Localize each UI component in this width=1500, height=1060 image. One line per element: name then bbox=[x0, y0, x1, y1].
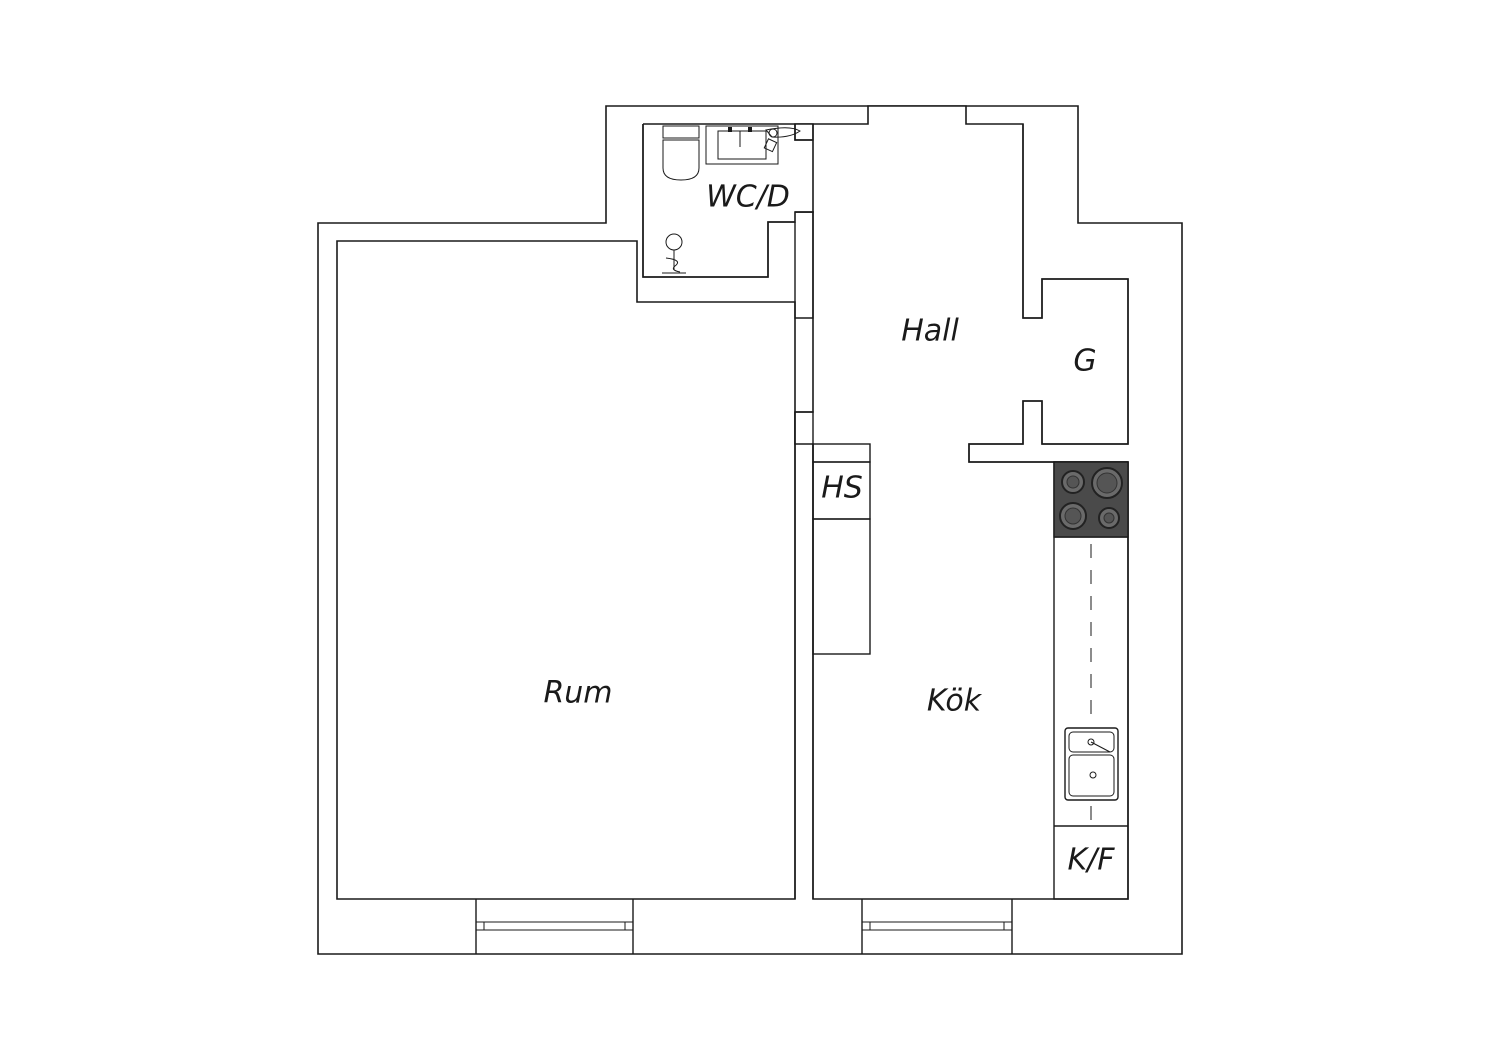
kitchen-counter-left bbox=[812, 518, 871, 655]
label-storage: G bbox=[1073, 344, 1096, 379]
label-hs: HS bbox=[821, 471, 863, 506]
kitchen-sink-icon bbox=[1064, 727, 1119, 801]
label-rum: Rum bbox=[543, 676, 612, 711]
stove-icon bbox=[1053, 461, 1129, 538]
toilet-icon bbox=[662, 125, 700, 181]
storage-walls bbox=[968, 124, 1129, 463]
wc-inner bbox=[642, 124, 795, 278]
window-kitchen bbox=[861, 899, 1013, 954]
shower-icon bbox=[662, 233, 686, 274]
label-fridge: K/F bbox=[1067, 843, 1115, 878]
window-rum bbox=[475, 899, 634, 954]
room-rum-outline bbox=[336, 240, 796, 900]
wc-hall-wall bbox=[794, 211, 814, 319]
label-wc: WC/D bbox=[706, 180, 790, 215]
wc-door-jamb-top bbox=[794, 124, 814, 141]
tap-icon bbox=[763, 127, 801, 153]
label-kitchen: Kök bbox=[927, 684, 983, 719]
rum-kitchen-wall bbox=[794, 411, 814, 899]
label-hall: Hall bbox=[901, 314, 959, 349]
